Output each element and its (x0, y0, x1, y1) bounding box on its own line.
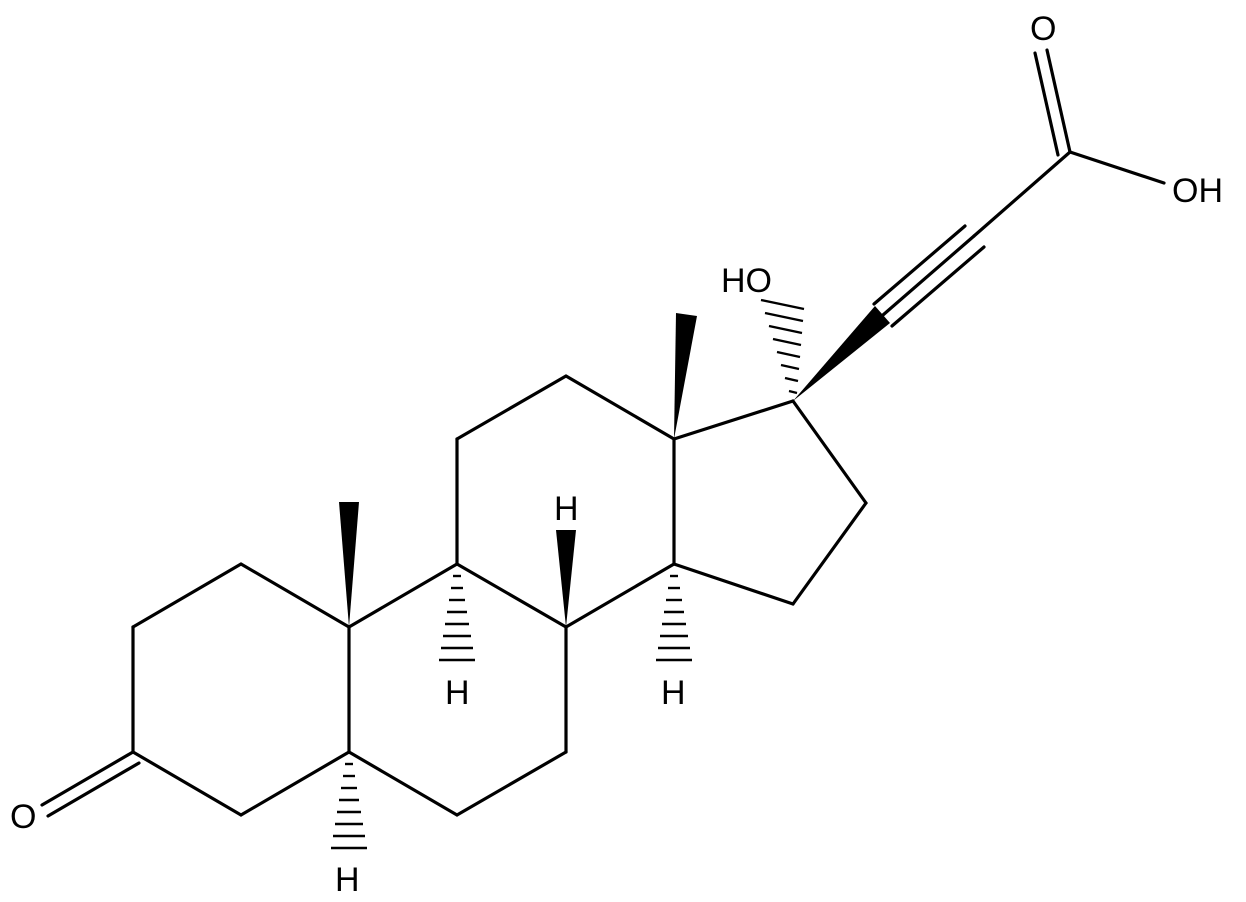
c18-methyl-wedge (674, 313, 697, 439)
ring-c-bonds (455, 374, 676, 629)
h5-hashed-bond (331, 762, 367, 850)
ketone-oxygen-label: O (10, 798, 36, 836)
alkyne-carboxyl-bond (972, 150, 1072, 238)
c17-hydroxyl-label: HO (721, 262, 772, 300)
acid-carbonyl-double-bond (1033, 48, 1072, 157)
acid-carbonyl-oxygen-label: O (1030, 10, 1056, 48)
h9-label: H (445, 674, 470, 712)
ring-b-bonds (347, 562, 568, 817)
acid-hydroxyl-bond (1068, 150, 1166, 185)
acid-hydroxyl-label: OH (1172, 172, 1223, 210)
h5-label: H (335, 861, 360, 899)
h8-label: H (554, 490, 579, 528)
h14-hashed-bond (656, 574, 692, 662)
ketone-double-bond (40, 750, 141, 818)
c19-methyl-wedge (339, 502, 359, 627)
ring-d-bonds (672, 399, 868, 606)
alkyne-wedge (793, 306, 890, 401)
alkyne-triple-bond (872, 224, 986, 328)
oh-hashed-bond (760, 298, 805, 395)
ring-a-bonds (131, 562, 351, 817)
h9-hashed-bond (439, 574, 475, 662)
h14-label: H (661, 674, 686, 712)
h8-wedge (556, 530, 576, 627)
